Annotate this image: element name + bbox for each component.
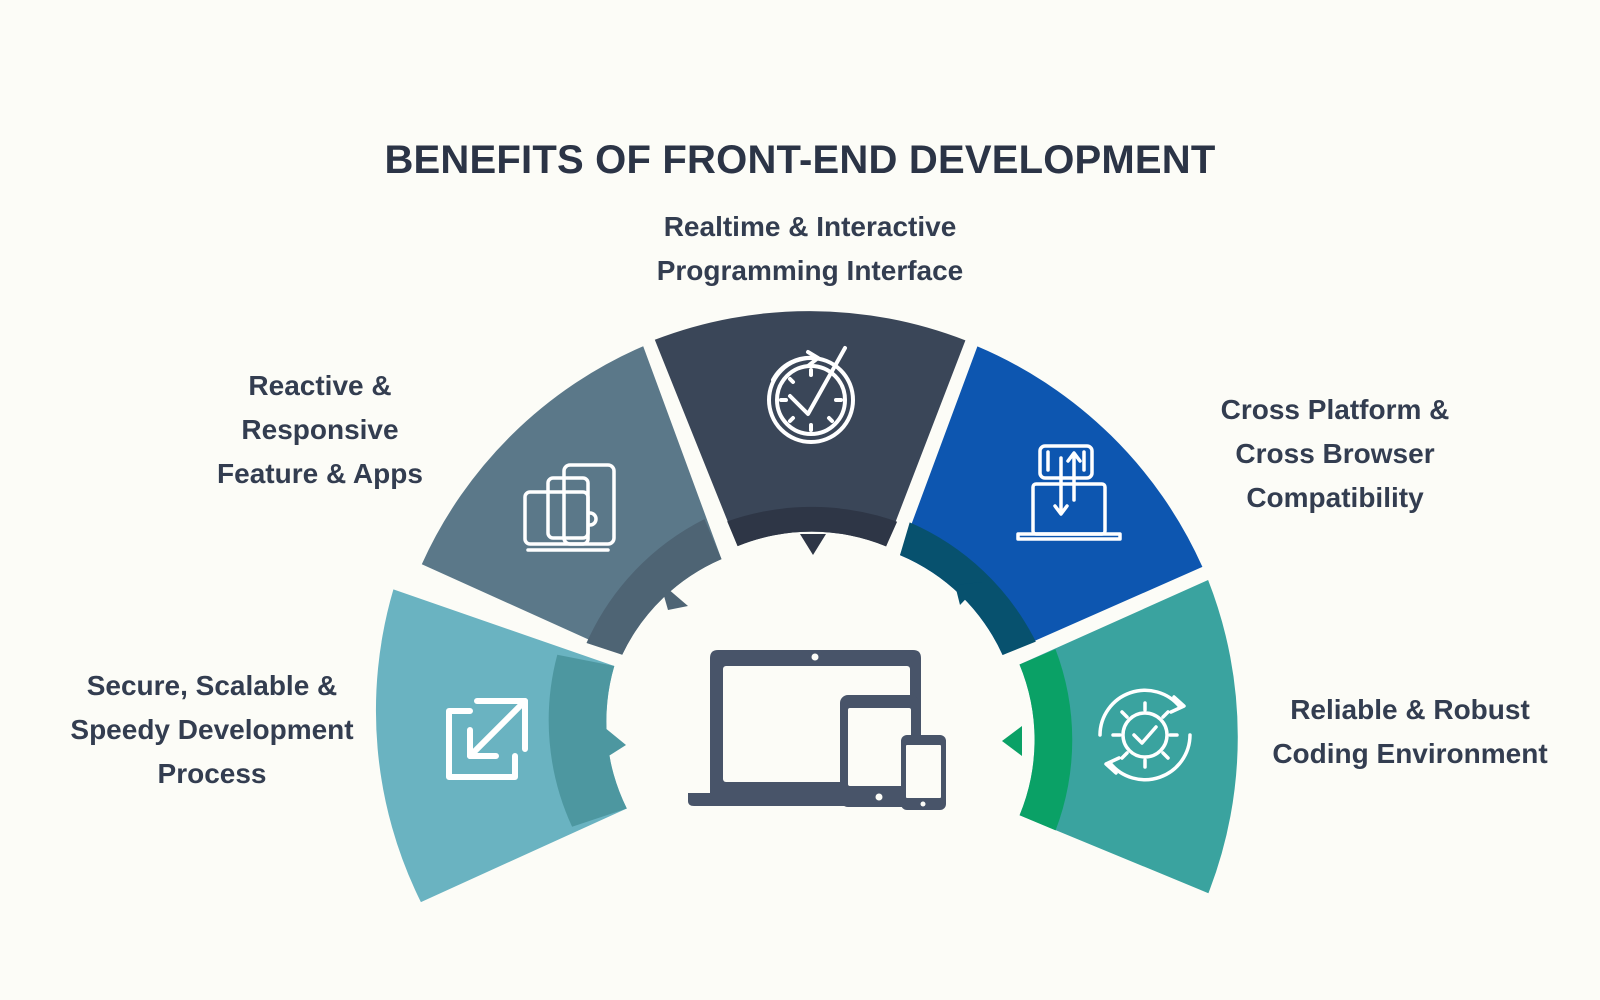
- segment-reliable-pointer: [1002, 726, 1022, 756]
- laptop-phone-sync-icon: [1016, 444, 1122, 541]
- segment-reactive-inner: [586, 519, 722, 655]
- label-realtime-line-1: Realtime & Interactive: [663, 211, 957, 242]
- segment-reliable: [1019, 580, 1238, 894]
- label-cross: Cross Platform & Cross Browser Compatibi…: [1185, 388, 1485, 520]
- label-cross-line-3: Compatibility: [1246, 482, 1424, 513]
- label-reactive-line-2: Responsive: [241, 414, 399, 445]
- segment-realtime-inner: [727, 506, 898, 547]
- clock-check-icon: [767, 346, 855, 444]
- label-secure-line-3: Process: [157, 758, 267, 789]
- label-secure-line-1: Secure, Scalable &: [86, 670, 338, 701]
- segment-secure-inner: [548, 654, 627, 827]
- label-reliable-line-1: Reliable & Robust: [1290, 694, 1530, 725]
- label-cross-line-1: Cross Platform &: [1220, 394, 1450, 425]
- label-reactive: Reactive & Responsive Feature & Apps: [190, 364, 450, 496]
- multi-device-icon: [688, 650, 946, 810]
- segment-realtime-pointer: [800, 534, 826, 555]
- label-reactive-line-1: Reactive &: [248, 370, 392, 401]
- segment-reactive-pointer: [660, 582, 688, 610]
- label-secure-line-2: Speedy Development: [70, 714, 354, 745]
- segment-reliable-inner: [1019, 649, 1073, 831]
- segment-cross-pointer: [955, 582, 982, 605]
- label-realtime-line-2: Programming Interface: [656, 255, 964, 286]
- expand-arrows-icon: [446, 698, 528, 780]
- label-reactive-line-3: Feature & Apps: [217, 458, 423, 489]
- label-reliable: Reliable & Robust Coding Environment: [1250, 688, 1570, 776]
- gear-check-icon: [1098, 688, 1192, 782]
- label-reliable-line-2: Coding Environment: [1272, 738, 1548, 769]
- page-title: BENEFITS OF FRONT-END DEVELOPMENT: [384, 138, 1216, 182]
- label-realtime: Realtime & Interactive Programming Inter…: [620, 205, 1000, 293]
- label-secure: Secure, Scalable & Speedy Development Pr…: [42, 664, 382, 796]
- devices-icon: [523, 463, 616, 552]
- label-cross-line-2: Cross Browser: [1235, 438, 1435, 469]
- segment-secure-pointer: [604, 727, 626, 759]
